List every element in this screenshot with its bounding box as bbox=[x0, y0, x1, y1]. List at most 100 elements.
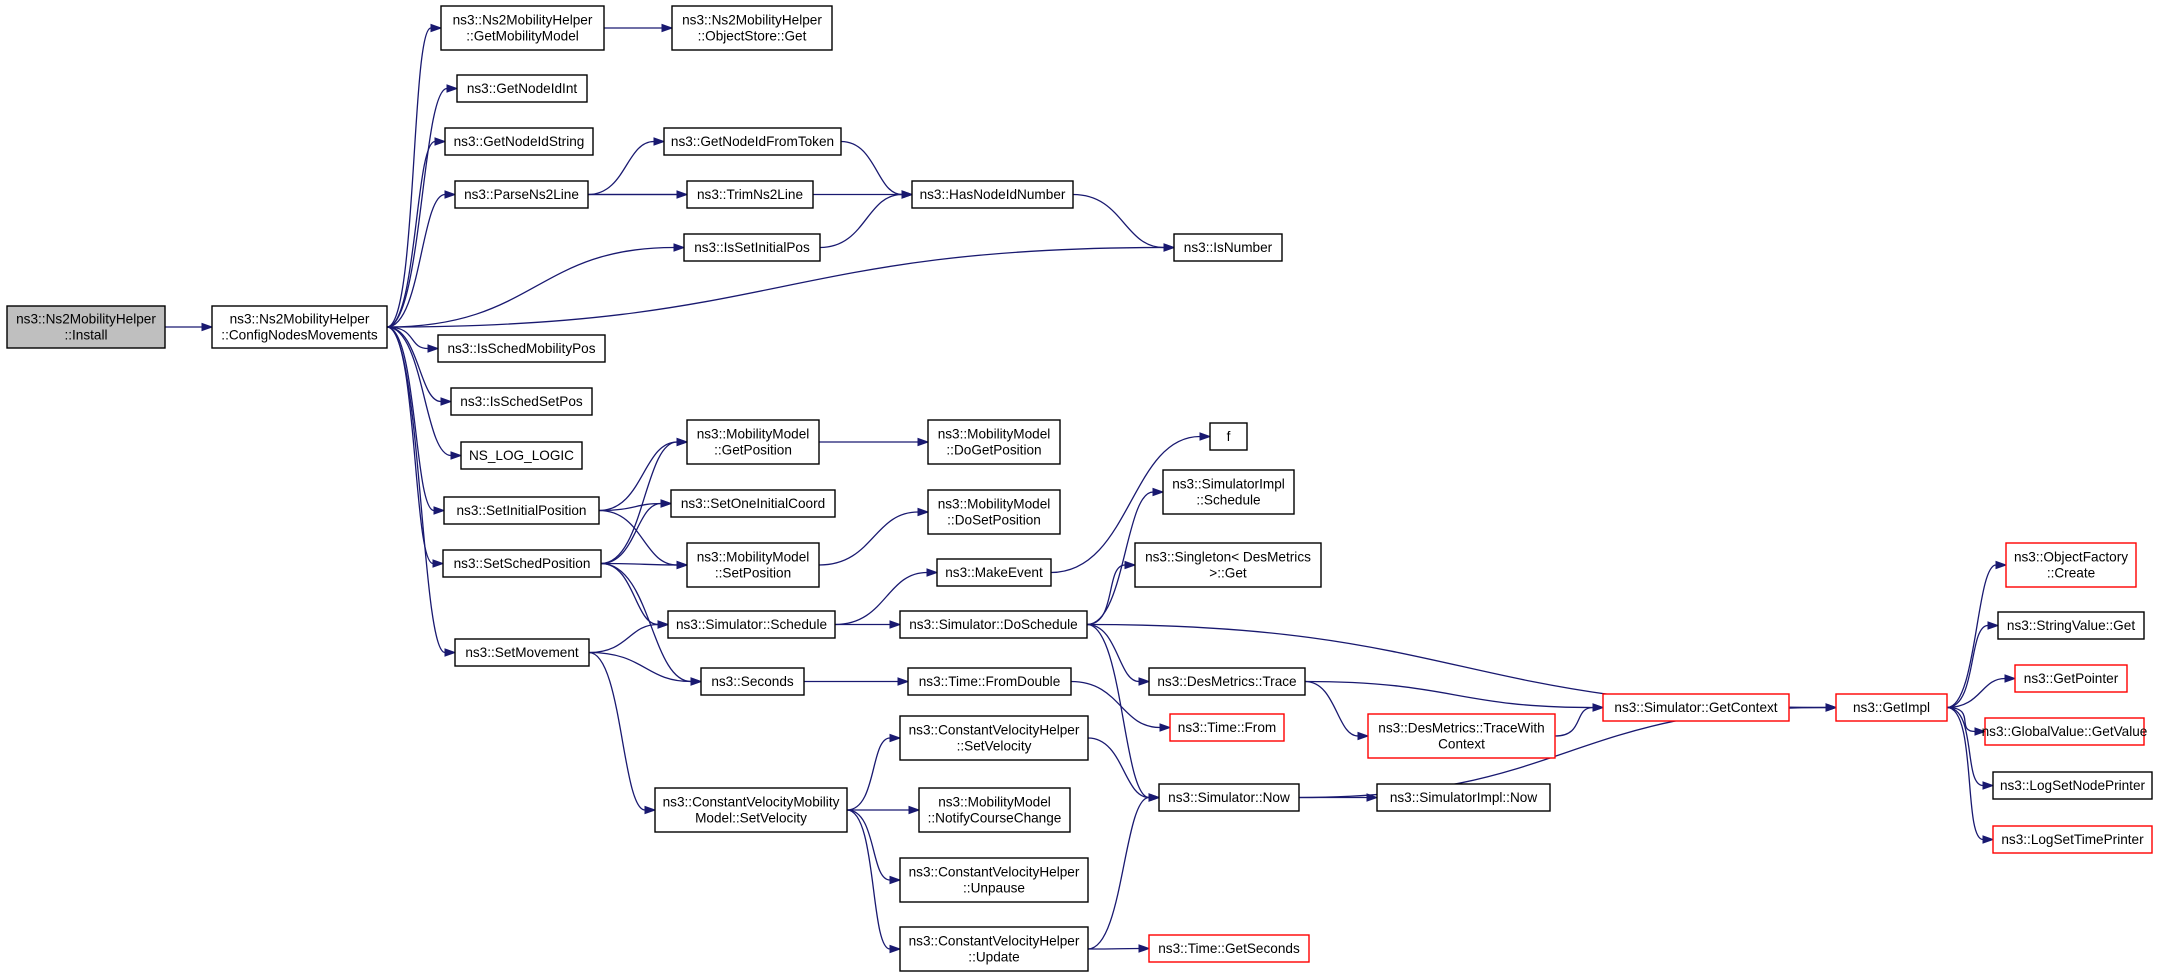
node-label: ns3::Seconds bbox=[711, 674, 794, 689]
node-setone[interactable]: ns3::SetOneInitialCoord bbox=[670, 489, 836, 518]
edge-cvmsetvel-to-unpause bbox=[846, 809, 902, 885]
node-cvmsetvel[interactable]: ns3::ConstantVelocityMobilityModel::SetV… bbox=[654, 787, 848, 833]
node-getpos[interactable]: ns3::MobilityModel::GetPosition bbox=[686, 419, 820, 465]
node-setpos[interactable]: ns3::MobilityModel::SetPosition bbox=[686, 542, 820, 588]
edge-line bbox=[1086, 623, 1140, 683]
node-fromtoken[interactable]: ns3::GetNodeIdFromToken bbox=[663, 127, 842, 156]
node-simimplsched[interactable]: ns3::SimulatorImpl::Schedule bbox=[1162, 469, 1295, 515]
node-label: >::Get bbox=[1209, 566, 1247, 581]
node-logtime[interactable]: ns3::LogSetTimePrinter bbox=[1992, 825, 2153, 854]
edge-line bbox=[386, 140, 436, 328]
node-nslog[interactable]: NS_LOG_LOGIC bbox=[460, 441, 583, 470]
node-label: ns3::Ns2MobilityHelper bbox=[453, 13, 593, 28]
edge-line bbox=[1304, 680, 1594, 709]
node-label: ::Update bbox=[968, 950, 1019, 965]
node-label: ns3::Time::GetSeconds bbox=[1158, 941, 1300, 956]
edge-line bbox=[834, 571, 928, 626]
edge-line bbox=[588, 651, 692, 683]
node-issched[interactable]: ns3::IsSchedMobilityPos bbox=[437, 334, 606, 363]
node-box bbox=[454, 180, 589, 209]
node-label: ns3::DesMetrics::TraceWith bbox=[1378, 721, 1544, 736]
node-box bbox=[663, 127, 842, 156]
node-simsched[interactable]: ns3::Simulator::Schedule bbox=[667, 610, 836, 639]
node-singleton[interactable]: ns3::Singleton< DesMetrics >::Get bbox=[1134, 542, 1322, 588]
node-getint[interactable]: ns3::GetNodeIdInt bbox=[456, 74, 588, 103]
node-f[interactable]: f bbox=[1209, 422, 1248, 451]
node-box bbox=[918, 787, 1071, 833]
node-getimpl[interactable]: ns3::GetImpl bbox=[1835, 693, 1948, 722]
arrowhead-icon bbox=[1124, 560, 1137, 570]
node-box bbox=[1367, 713, 1556, 759]
node-fromdouble[interactable]: ns3::Time::FromDouble bbox=[907, 667, 1072, 696]
node-objfactory[interactable]: ns3::ObjectFactory::Create bbox=[2005, 542, 2137, 588]
node-trim[interactable]: ns3::TrimNs2Line bbox=[686, 180, 814, 209]
node-globval[interactable]: ns3::GlobalValue::GetValue bbox=[1982, 717, 2148, 746]
edge-config-to-setmove bbox=[386, 326, 457, 657]
node-update[interactable]: ns3::ConstantVelocityHelper::Update bbox=[899, 926, 1089, 972]
node-getstr[interactable]: ns3::GetNodeIdString bbox=[444, 127, 594, 156]
node-getsecs[interactable]: ns3::Time::GetSeconds bbox=[1148, 934, 1310, 963]
node-dogetpos[interactable]: ns3::MobilityModel::DoGetPosition bbox=[927, 419, 1061, 465]
node-label: f bbox=[1227, 429, 1231, 444]
edge-cvmsetvel-to-notify bbox=[847, 805, 921, 815]
node-parse[interactable]: ns3::ParseNs2Line bbox=[454, 180, 589, 209]
node-getmob[interactable]: ns3::Ns2MobilityHelper::GetMobilityModel bbox=[440, 5, 605, 51]
node-notify[interactable]: ns3::MobilityModel::NotifyCourseChange bbox=[918, 787, 1071, 833]
node-strval[interactable]: ns3::StringValue::Get bbox=[1997, 611, 2145, 640]
arrowhead-icon bbox=[1982, 835, 1995, 844]
node-dosched[interactable]: ns3::Simulator::DoSchedule bbox=[899, 610, 1088, 639]
arrowhead-icon bbox=[901, 190, 914, 199]
edge-getimpl-to-objfactory bbox=[1946, 560, 2008, 709]
node-setmove[interactable]: ns3::SetMovement bbox=[454, 638, 590, 667]
edge-line bbox=[1086, 623, 1150, 799]
edge-line bbox=[1304, 680, 1359, 737]
edge-line bbox=[846, 809, 891, 881]
node-unpause[interactable]: ns3::ConstantVelocityHelper::Unpause bbox=[899, 857, 1089, 903]
node-simimplnow[interactable]: ns3::SimulatorImpl::Now bbox=[1376, 783, 1551, 812]
node-box bbox=[443, 496, 600, 525]
node-box bbox=[671, 5, 833, 51]
node-isinit[interactable]: ns3::IsSetInitialPos bbox=[683, 233, 821, 262]
node-seconds[interactable]: ns3::Seconds bbox=[700, 667, 805, 696]
node-getctx[interactable]: ns3::Simulator::GetContext bbox=[1602, 693, 1790, 722]
node-label: ns3::Simulator::Now bbox=[1168, 790, 1290, 805]
node-setsched[interactable]: ns3::SetSchedPosition bbox=[442, 549, 602, 578]
node-cvhsetvel[interactable]: ns3::ConstantVelocityHelper::SetVelocity bbox=[899, 715, 1089, 761]
edge-line bbox=[1086, 564, 1126, 626]
node-setinit[interactable]: ns3::SetInitialPosition bbox=[443, 496, 600, 525]
node-dmtrace[interactable]: ns3::DesMetrics::Trace bbox=[1148, 667, 1306, 696]
node-objstore[interactable]: ns3::Ns2MobilityHelper::ObjectStore::Get bbox=[671, 5, 833, 51]
node-box bbox=[1992, 771, 2153, 800]
arrowhead-icon bbox=[644, 805, 657, 815]
edge-line bbox=[600, 562, 692, 683]
edge-line bbox=[1087, 947, 1140, 950]
node-label: ns3::ConstantVelocityMobility bbox=[663, 795, 840, 810]
edge-line bbox=[598, 509, 678, 566]
edge-line bbox=[600, 562, 659, 626]
node-label: ns3::MobilityModel bbox=[697, 550, 810, 565]
node-config[interactable]: ns3::Ns2MobilityHelper::ConfigNodesMovem… bbox=[211, 305, 388, 349]
edge-line bbox=[1946, 677, 2006, 709]
node-makeevent[interactable]: ns3::MakeEvent bbox=[936, 558, 1052, 587]
node-hasnode[interactable]: ns3::HasNodeIdNumber bbox=[911, 180, 1074, 209]
node-getpointer[interactable]: ns3::GetPointer bbox=[2014, 664, 2128, 693]
edge-makeevent-to-f bbox=[1050, 432, 1212, 574]
arrowhead-icon bbox=[444, 648, 457, 657]
node-simnow[interactable]: ns3::Simulator::Now bbox=[1158, 783, 1300, 812]
node-isnum[interactable]: ns3::IsNumber bbox=[1173, 233, 1283, 262]
node-isschedset[interactable]: ns3::IsSchedSetPos bbox=[450, 387, 593, 416]
node-box bbox=[444, 127, 594, 156]
node-dosetpos[interactable]: ns3::MobilityModel::DoSetPosition bbox=[927, 489, 1061, 535]
node-timefrom[interactable]: ns3::Time::From bbox=[1169, 713, 1285, 742]
node-box bbox=[899, 610, 1088, 639]
arrowhead-icon bbox=[926, 568, 939, 577]
edge-config-to-isnum bbox=[386, 243, 1176, 328]
edge-line bbox=[1050, 435, 1201, 574]
edge-cvmsetvel-to-cvhsetvel bbox=[846, 733, 902, 811]
node-box bbox=[927, 489, 1061, 535]
arrowhead-icon bbox=[1995, 560, 2008, 570]
node-lognode[interactable]: ns3::LogSetNodePrinter bbox=[1992, 771, 2153, 800]
node-label: NS_LOG_LOGIC bbox=[469, 448, 574, 463]
edge-setsched-to-simsched bbox=[600, 562, 670, 629]
